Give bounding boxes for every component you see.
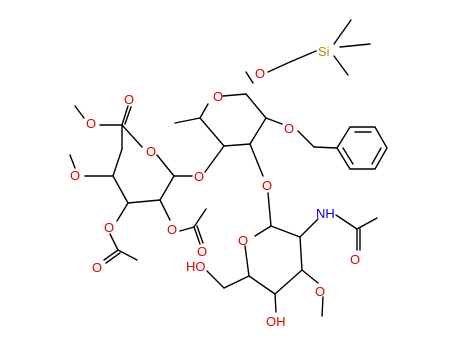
bond [254,225,272,237]
atom-o-benzyl: O [284,121,294,136]
bond [112,175,129,204]
bond [156,154,175,177]
bond [274,269,303,295]
bond [223,143,251,147]
bond [270,225,301,238]
bond [74,105,85,119]
bond [223,275,250,289]
bond [179,226,195,232]
bond [333,19,352,45]
bond [116,202,129,222]
atom-o-link-left: O [194,169,204,184]
bond [105,252,121,264]
bond [117,249,138,261]
bond [121,105,129,126]
bond [244,245,250,277]
bond [297,130,315,148]
bond [313,146,338,149]
bond [289,50,317,63]
bond [335,214,358,230]
bond [333,55,349,76]
atom-o-acetyl-carbonyl-1: O [197,244,207,259]
bond [121,124,143,148]
bond [274,293,277,313]
bond [206,270,225,289]
bond [245,93,267,119]
atom-o-acetoxy-2: O [104,220,114,235]
bond [245,71,254,84]
bond [109,233,119,251]
bond [196,225,204,244]
atom-o-link-bottom: O [262,178,272,193]
bond [356,217,378,230]
benzene-ring [336,126,388,170]
bond [199,117,225,147]
atom-o-ring-bottom: O [238,233,248,248]
bond [103,249,119,261]
bond [174,117,201,124]
bond [339,43,371,48]
bond [127,199,161,204]
atom-si: Si [318,44,330,59]
atom-o-acetyl-carbonyl-2: O [92,260,102,275]
atom-nh: NH [316,206,335,221]
atom-o-methoxy-left: O [70,168,80,183]
bond [112,148,123,177]
atom-o-ester-carbonyl: O [124,92,134,107]
bond [204,145,225,173]
bond [124,106,132,125]
atom-o-acetoxy-1: O [167,222,177,237]
atom-o-glycoside-top: O [255,66,265,81]
atom-labels: O O Si O O O O O O O O O O O O NH O HO O… [70,44,360,329]
bond [301,269,319,284]
atom-o-amide: O [350,252,360,267]
bond [321,296,324,317]
bond [159,175,175,201]
bond [249,143,264,177]
bond [193,208,207,228]
atom-oh-bottom: OH [266,314,286,329]
bond [249,117,267,145]
bond [265,117,283,125]
bond [267,61,291,73]
atom-o-ester-methyl: O [86,116,96,131]
bond [299,218,319,238]
atom-o-methoxy-bottom: O [315,284,325,299]
bonds [69,19,388,317]
atom-o-ring-center: O [213,89,223,104]
bond [69,154,76,169]
bond [342,147,354,165]
bond [159,199,171,221]
bond [222,93,247,97]
bond [267,192,272,227]
bond [299,236,303,271]
bond [248,275,276,295]
bond [371,147,382,165]
bond [193,226,201,245]
atom-ho-left: HO [186,259,206,274]
atom-o-ring-left: O [146,144,156,159]
bond [199,103,209,119]
